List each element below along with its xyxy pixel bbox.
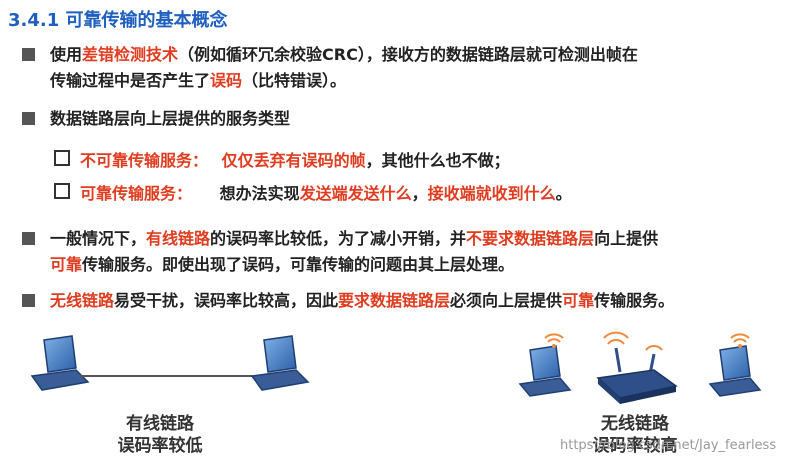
highlight-text: 要求数据链路层 bbox=[338, 291, 451, 310]
highlight-text: 差错检测技术 bbox=[82, 45, 179, 64]
service-rest: ，其他什么也不做； bbox=[365, 151, 510, 170]
service-item-reliable: 可靠传输服务： 想办法实现发送端发送什么，接收端就收到什么。 bbox=[80, 180, 572, 204]
text: 一般情况下， bbox=[50, 229, 147, 248]
text: 向上提供 bbox=[594, 229, 659, 248]
bullet-square bbox=[22, 48, 35, 61]
bullet-square bbox=[22, 232, 35, 245]
paragraph-1-line-1: 使用差错检测技术（例如循环冗余校验CRC），接收方的数据链路层就可检测出帧在 bbox=[50, 44, 638, 66]
laptop-wifi-icon bbox=[518, 333, 572, 397]
checkbox-square bbox=[54, 150, 70, 166]
caption-line: 误码率较低 bbox=[117, 436, 203, 456]
service-pre: 想办法实现 bbox=[219, 184, 300, 203]
checkbox-square bbox=[54, 183, 70, 199]
highlight-text: 不要求数据链路层 bbox=[466, 229, 595, 248]
bullet-square bbox=[22, 112, 35, 125]
text: 。 bbox=[555, 184, 572, 203]
highlight-text: 误码 bbox=[210, 71, 243, 90]
watermark: https://blog.csdn.net/Jay_fearless bbox=[560, 438, 777, 453]
paragraph-4: 无线链路易受干扰，误码率比较高，因此要求数据链路层必须向上层提供可靠传输服务。 bbox=[50, 290, 674, 312]
caption-line: 有线链路 bbox=[126, 414, 194, 434]
text: （比特错误）。 bbox=[242, 71, 347, 90]
laptop-wifi-icon bbox=[708, 333, 762, 397]
text: 传输服务。 bbox=[594, 291, 675, 310]
highlight-text: 无线链路 bbox=[50, 291, 115, 310]
bullet-square bbox=[22, 294, 35, 307]
text: 传输服务。即使出现了误码，可靠传输的问题由其上层处理。 bbox=[82, 255, 515, 274]
paragraph-2: 数据链路层向上层提供的服务类型 bbox=[50, 109, 291, 128]
service-label: 可靠传输服务： bbox=[80, 184, 193, 203]
text: 必须向上层提供 bbox=[450, 291, 563, 310]
service-label: 不可靠传输服务： bbox=[80, 151, 209, 170]
caption-wireless: 无线链路 误码率较高 bbox=[575, 413, 695, 457]
highlight-text: 接收端就收到什么 bbox=[427, 184, 556, 203]
service-desc: 仅仅丢弃有误码的帧 bbox=[221, 151, 366, 170]
router-icon bbox=[596, 331, 678, 404]
laptop-icon bbox=[250, 335, 310, 391]
text: 的误码率比较低，为了减小开销，并 bbox=[210, 229, 467, 248]
wired-link-illustration bbox=[30, 335, 310, 391]
paragraph-1-line-2: 传输过程中是否产生了误码（比特错误）。 bbox=[50, 70, 346, 92]
text: 传输过程中是否产生了 bbox=[50, 71, 211, 90]
highlight-text: 可靠 bbox=[50, 255, 83, 274]
highlight-text: 可靠 bbox=[562, 291, 595, 310]
caption-wired: 有线链路 误码率较低 bbox=[100, 413, 220, 457]
caption-line: 无线链路 bbox=[601, 414, 669, 434]
service-item-unreliable: 不可靠传输服务： 仅仅丢弃有误码的帧，其他什么也不做； bbox=[80, 147, 510, 171]
text: ， bbox=[411, 184, 428, 203]
wireless-link-illustration bbox=[518, 331, 762, 404]
highlight-text: 发送端发送什么 bbox=[299, 184, 412, 203]
text: 易受干扰，误码率比较高，因此 bbox=[114, 291, 339, 310]
laptop-icon bbox=[30, 335, 90, 391]
highlight-text: 有线链路 bbox=[146, 229, 211, 248]
text: （例如循环冗余校验CRC），接收方的数据链路层就可检测出帧在 bbox=[178, 45, 638, 64]
page-title: 3.4.1 可靠传输的基本概念 bbox=[8, 10, 228, 31]
paragraph-3-line-1: 一般情况下，有线链路的误码率比较低，为了减小开销，并不要求数据链路层向上提供 bbox=[50, 228, 658, 250]
paragraph-3-line-2: 可靠传输服务。即使出现了误码，可靠传输的问题由其上层处理。 bbox=[50, 254, 514, 276]
caption-line: 误码率较高 bbox=[592, 436, 678, 456]
text: 使用 bbox=[50, 45, 83, 64]
